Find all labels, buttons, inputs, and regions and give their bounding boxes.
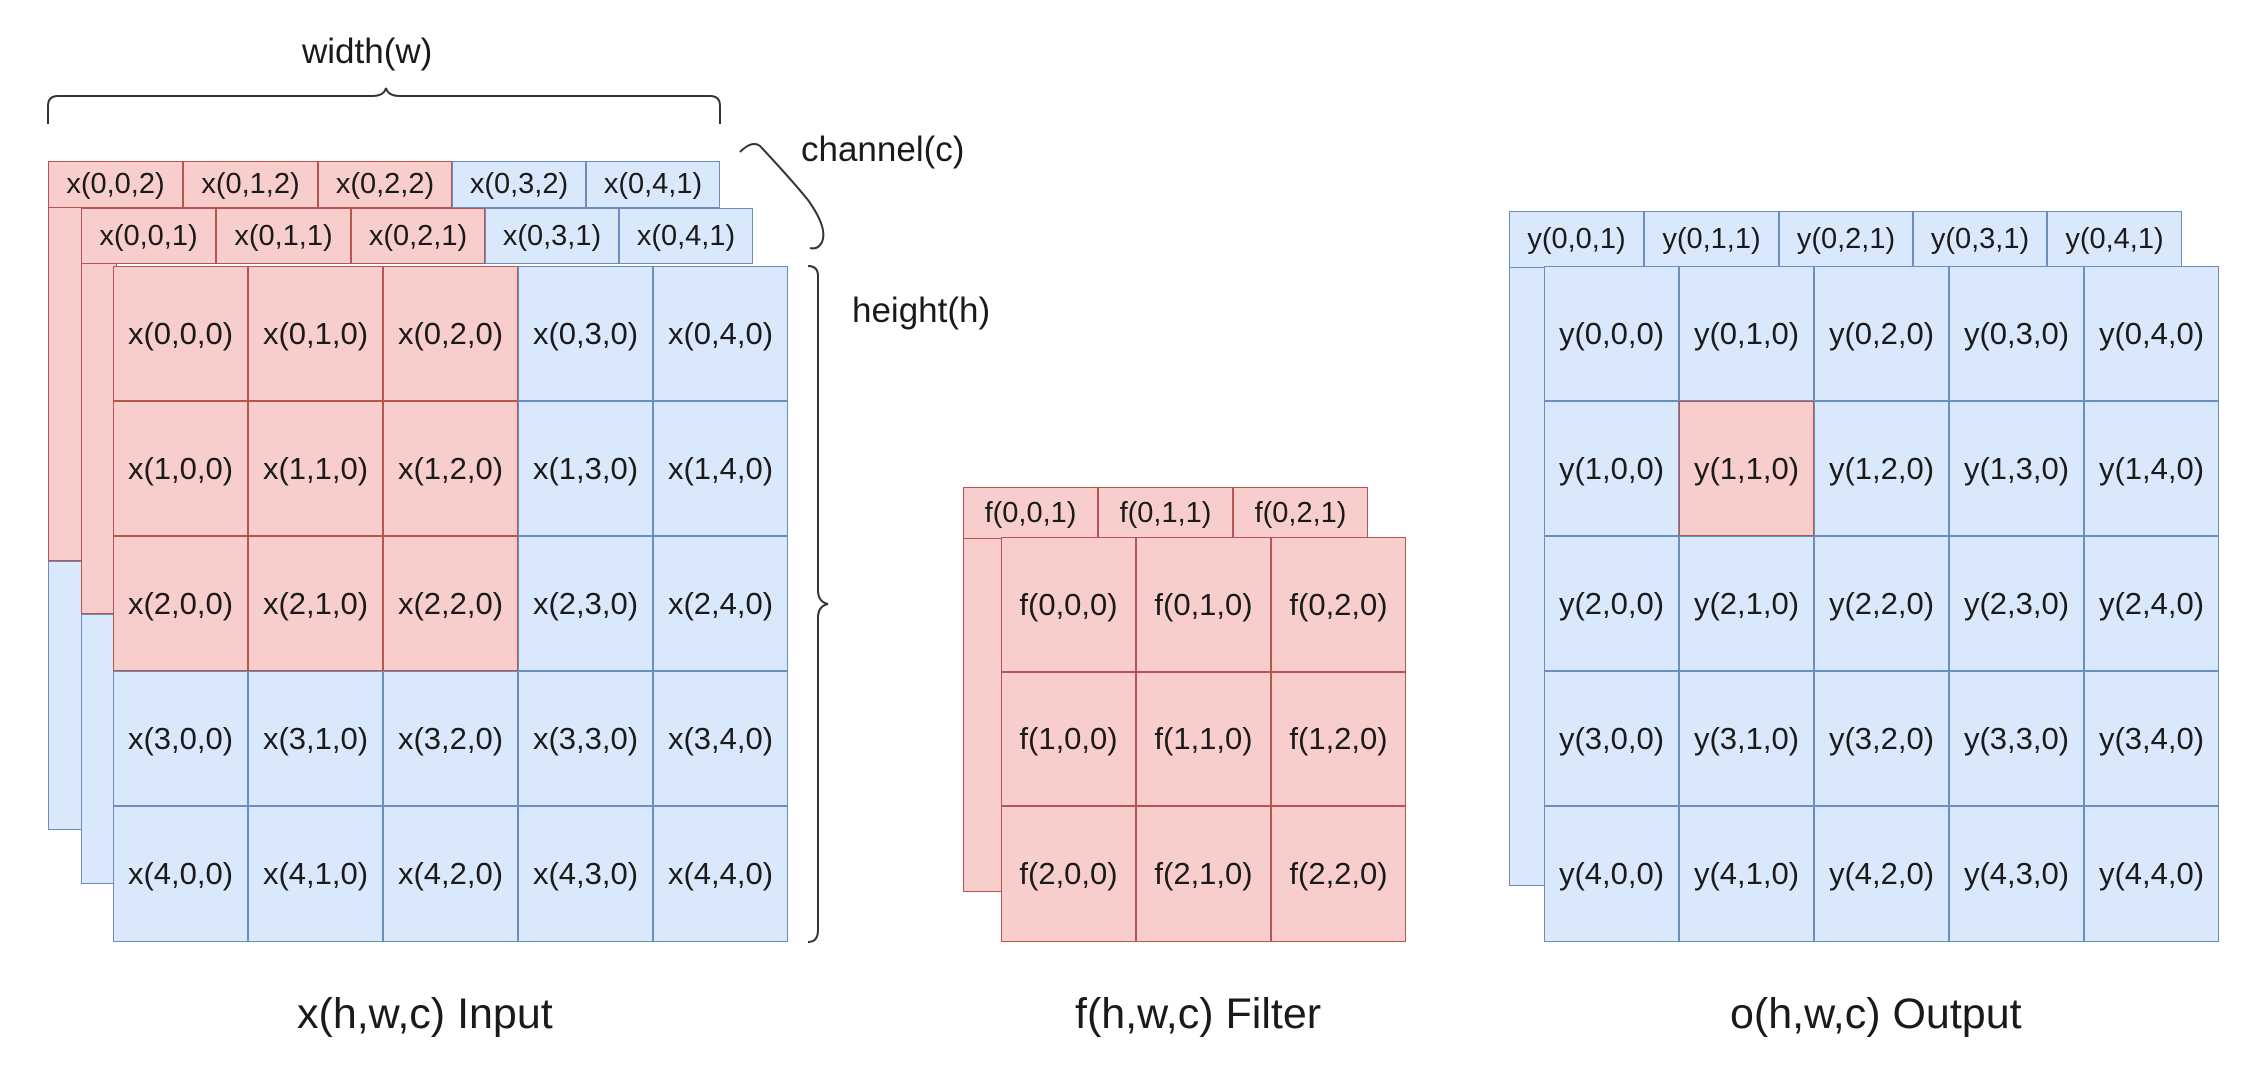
input-cell: x(0,2,0) bbox=[383, 266, 518, 401]
input-caption: x(h,w,c) Input bbox=[297, 990, 553, 1038]
input-channel2-layer-top bbox=[48, 161, 84, 561]
filter-cell: f(2,2,0) bbox=[1271, 806, 1406, 942]
output-channel1-cell: y(0,1,1) bbox=[1644, 211, 1779, 268]
output-cell: y(0,0,0) bbox=[1544, 266, 1679, 401]
input-cell: x(1,4,0) bbox=[653, 401, 788, 536]
input-cell: x(3,4,0) bbox=[653, 671, 788, 806]
input-cell: x(4,1,0) bbox=[248, 806, 383, 942]
height-label: height(h) bbox=[852, 291, 991, 330]
input-cell: x(4,4,0) bbox=[653, 806, 788, 942]
input-channel2-cell: x(0,4,1) bbox=[586, 161, 720, 208]
input-cell: x(2,4,0) bbox=[653, 536, 788, 671]
output-cell: y(0,1,0) bbox=[1679, 266, 1814, 401]
input-cell: x(0,3,0) bbox=[518, 266, 653, 401]
input-cell: x(3,1,0) bbox=[248, 671, 383, 806]
output-cell: y(4,0,0) bbox=[1544, 806, 1679, 942]
output-cell: y(2,3,0) bbox=[1949, 536, 2084, 671]
output-cell: y(4,3,0) bbox=[1949, 806, 2084, 942]
input-channel2-layer-bottom bbox=[48, 561, 84, 830]
output-cell: y(0,3,0) bbox=[1949, 266, 2084, 401]
channel-brace bbox=[739, 143, 825, 250]
output-cell: y(3,2,0) bbox=[1814, 671, 1949, 806]
filter-cell: f(1,0,0) bbox=[1001, 672, 1136, 806]
input-cell: x(4,3,0) bbox=[518, 806, 653, 942]
input-channel1-cell: x(0,3,1) bbox=[485, 208, 619, 264]
output-cell: y(1,3,0) bbox=[1949, 401, 2084, 536]
input-cell: x(3,0,0) bbox=[113, 671, 248, 806]
output-cell: y(3,1,0) bbox=[1679, 671, 1814, 806]
input-cell: x(1,0,0) bbox=[113, 401, 248, 536]
output-channel1-cell: y(0,2,1) bbox=[1779, 211, 1913, 268]
output-cell: y(2,4,0) bbox=[2084, 536, 2219, 671]
filter-caption: f(h,w,c) Filter bbox=[1075, 990, 1322, 1038]
output-cell: y(4,4,0) bbox=[2084, 806, 2219, 942]
input-cell: x(0,1,0) bbox=[248, 266, 383, 401]
output-cell: y(3,3,0) bbox=[1949, 671, 2084, 806]
output-caption: o(h,w,c) Output bbox=[1730, 990, 2022, 1038]
filter-cell: f(2,1,0) bbox=[1136, 806, 1271, 942]
input-channel1-cell: x(0,0,1) bbox=[81, 208, 216, 264]
input-channel1-cell: x(0,2,1) bbox=[351, 208, 485, 264]
output-cell-highlighted: y(1,1,0) bbox=[1679, 401, 1814, 536]
filter-cell: f(0,0,0) bbox=[1001, 537, 1136, 672]
output-cell: y(4,1,0) bbox=[1679, 806, 1814, 942]
filter-cell: f(2,0,0) bbox=[1001, 806, 1136, 942]
output-cell: y(1,4,0) bbox=[2084, 401, 2219, 536]
output-channel1-cell: y(0,3,1) bbox=[1913, 211, 2047, 268]
input-cell: x(2,2,0) bbox=[383, 536, 518, 671]
filter-cell: f(0,1,0) bbox=[1136, 537, 1271, 672]
height-brace bbox=[807, 265, 829, 943]
input-cell: x(0,0,0) bbox=[113, 266, 248, 401]
output-cell: y(2,0,0) bbox=[1544, 536, 1679, 671]
output-cell: y(1,2,0) bbox=[1814, 401, 1949, 536]
input-cell: x(3,3,0) bbox=[518, 671, 653, 806]
output-cell: y(1,0,0) bbox=[1544, 401, 1679, 536]
output-cell: y(4,2,0) bbox=[1814, 806, 1949, 942]
output-cell: y(2,1,0) bbox=[1679, 536, 1814, 671]
output-channel1-layer bbox=[1509, 211, 1549, 886]
input-cell: x(1,1,0) bbox=[248, 401, 383, 536]
filter-cell: f(1,1,0) bbox=[1136, 672, 1271, 806]
output-cell: y(2,2,0) bbox=[1814, 536, 1949, 671]
input-channel1-layer-bottom bbox=[81, 614, 117, 884]
input-cell: x(0,4,0) bbox=[653, 266, 788, 401]
input-cell: x(2,3,0) bbox=[518, 536, 653, 671]
output-cell: y(0,4,0) bbox=[2084, 266, 2219, 401]
input-channel2-cell: x(0,1,2) bbox=[183, 161, 318, 208]
input-cell: x(2,0,0) bbox=[113, 536, 248, 671]
input-cell: x(4,0,0) bbox=[113, 806, 248, 942]
input-channel1-cell: x(0,1,1) bbox=[216, 208, 351, 264]
input-cell: x(1,3,0) bbox=[518, 401, 653, 536]
output-channel1-cell: y(0,0,1) bbox=[1509, 211, 1644, 268]
filter-cell: f(0,2,0) bbox=[1271, 537, 1406, 672]
filter-channel1-layer bbox=[963, 487, 1003, 892]
filter-channel1-cell: f(0,1,1) bbox=[1098, 487, 1233, 539]
filter-cell: f(1,2,0) bbox=[1271, 672, 1406, 806]
output-channel1-cell: y(0,4,1) bbox=[2047, 211, 2182, 268]
output-cell: y(3,4,0) bbox=[2084, 671, 2219, 806]
input-channel1-layer-top bbox=[81, 208, 117, 614]
width-brace bbox=[47, 87, 721, 124]
input-cell: x(3,2,0) bbox=[383, 671, 518, 806]
input-cell: x(4,2,0) bbox=[383, 806, 518, 942]
output-cell: y(0,2,0) bbox=[1814, 266, 1949, 401]
channel-label: channel(c) bbox=[801, 130, 965, 169]
input-channel2-cell: x(0,0,2) bbox=[48, 161, 183, 208]
input-channel2-cell: x(0,2,2) bbox=[318, 161, 452, 208]
input-channel1-cell: x(0,4,1) bbox=[619, 208, 753, 264]
filter-channel1-cell: f(0,0,1) bbox=[963, 487, 1098, 539]
filter-channel1-cell: f(0,2,1) bbox=[1233, 487, 1368, 539]
input-cell: x(2,1,0) bbox=[248, 536, 383, 671]
input-channel2-cell: x(0,3,2) bbox=[452, 161, 586, 208]
width-label: width(w) bbox=[302, 32, 433, 71]
input-cell: x(1,2,0) bbox=[383, 401, 518, 536]
output-cell: y(3,0,0) bbox=[1544, 671, 1679, 806]
